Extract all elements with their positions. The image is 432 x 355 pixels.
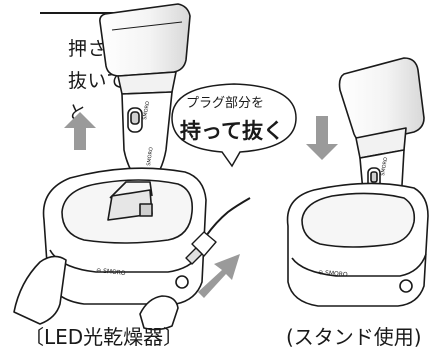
svg-text:SMORO: SMORO xyxy=(380,157,389,177)
callout-bubble xyxy=(171,83,297,168)
callout-small-text: プラグ部分を xyxy=(186,96,265,111)
power-cord xyxy=(185,197,251,265)
caption-stand-use: (スタンド使用) xyxy=(286,325,422,349)
svg-text:SMORO: SMORO xyxy=(142,101,151,121)
left-hand xyxy=(13,255,179,331)
diagonal-arrow-icon xyxy=(198,254,240,298)
svg-text:⊖ SMORO: ⊖ SMORO xyxy=(318,269,348,279)
svg-text:⊖ SMORO: ⊖ SMORO xyxy=(96,267,126,277)
svg-text:SMORO: SMORO xyxy=(146,147,155,167)
up-arrow-icon xyxy=(64,112,96,150)
right-stand-base: ⊖ SMORO xyxy=(286,182,429,307)
callout-large-text: 持って抜く xyxy=(180,119,284,143)
caption-led-dryer: 〔LED光乾燥器〕 xyxy=(24,325,184,349)
text-fragment-1: 押さ xyxy=(68,38,108,60)
down-arrow-icon xyxy=(306,116,338,160)
left-dryer-base: ⊖ SMORO xyxy=(42,167,207,305)
left-shaver: SMORO SMORO xyxy=(99,3,191,185)
